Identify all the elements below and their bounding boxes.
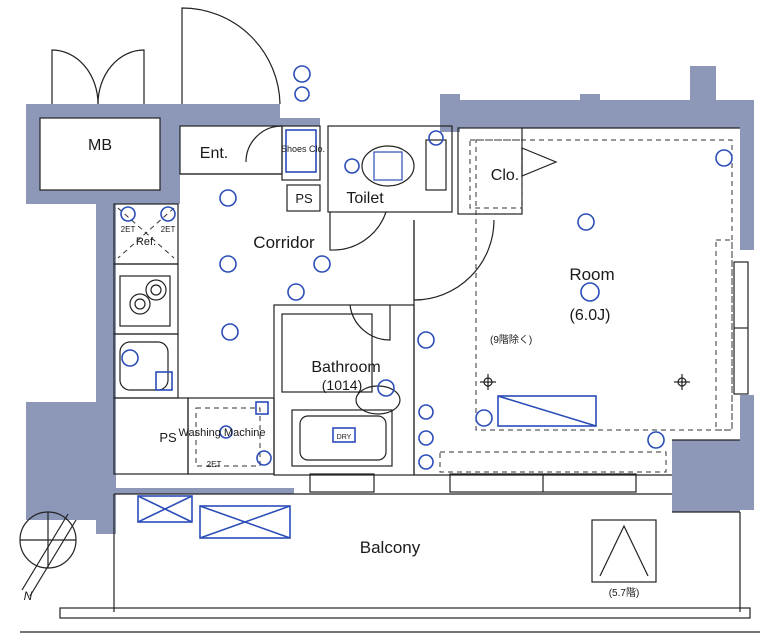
entrance-label: Ent.: [200, 145, 228, 162]
north-label: N: [24, 589, 33, 603]
north-arrow-icon: [19, 511, 77, 597]
fixtures: [117, 129, 733, 583]
electrical-symbols: [120, 65, 733, 470]
evacuation-hatch-icon: [591, 519, 657, 583]
toilet-bowl-icon: [361, 145, 415, 187]
ps-left-label: PS: [159, 430, 177, 445]
mb-label: MB: [88, 137, 112, 154]
closet-label: Clo.: [491, 167, 519, 184]
bathroom-size-label: (1014): [322, 377, 362, 393]
sink-icon: [119, 341, 169, 391]
doors: [51, 7, 495, 341]
refrigerator-label: Ref.: [136, 236, 156, 248]
excluding-floor-note: (9階除く): [490, 333, 532, 346]
dry-label: DRY: [337, 434, 352, 441]
room-size-label: (6.0J): [570, 307, 611, 324]
room-labels: MB Ent. Shoes Clo. PS Toilet Clo. Ref. C…: [88, 137, 615, 557]
bathroom-label: Bathroom: [311, 359, 380, 376]
notes: (9階除く) (5.7階) DRY 2ET 2ET 2ET N: [24, 225, 640, 603]
bathtub-icon: [299, 415, 387, 461]
cooktop-icon: [119, 275, 171, 327]
outlet-2et-a: 2ET: [121, 225, 136, 234]
outlet-2et-c: 2ET: [207, 460, 222, 469]
outlet-2et-b: 2ET: [161, 225, 176, 234]
partitions: [20, 117, 760, 633]
ps-top-label: PS: [295, 191, 313, 206]
corridor-label: Corridor: [253, 233, 315, 252]
balcony-label: Balcony: [360, 538, 421, 557]
washing-machine-label: Washing Machine: [178, 427, 265, 439]
shoes-closet-label: Shoes Clo.: [281, 144, 325, 154]
walls: [26, 66, 754, 534]
toilet-label: Toilet: [346, 190, 384, 207]
floors-note: (5.7階): [609, 587, 640, 599]
room-label: Room: [569, 265, 614, 284]
